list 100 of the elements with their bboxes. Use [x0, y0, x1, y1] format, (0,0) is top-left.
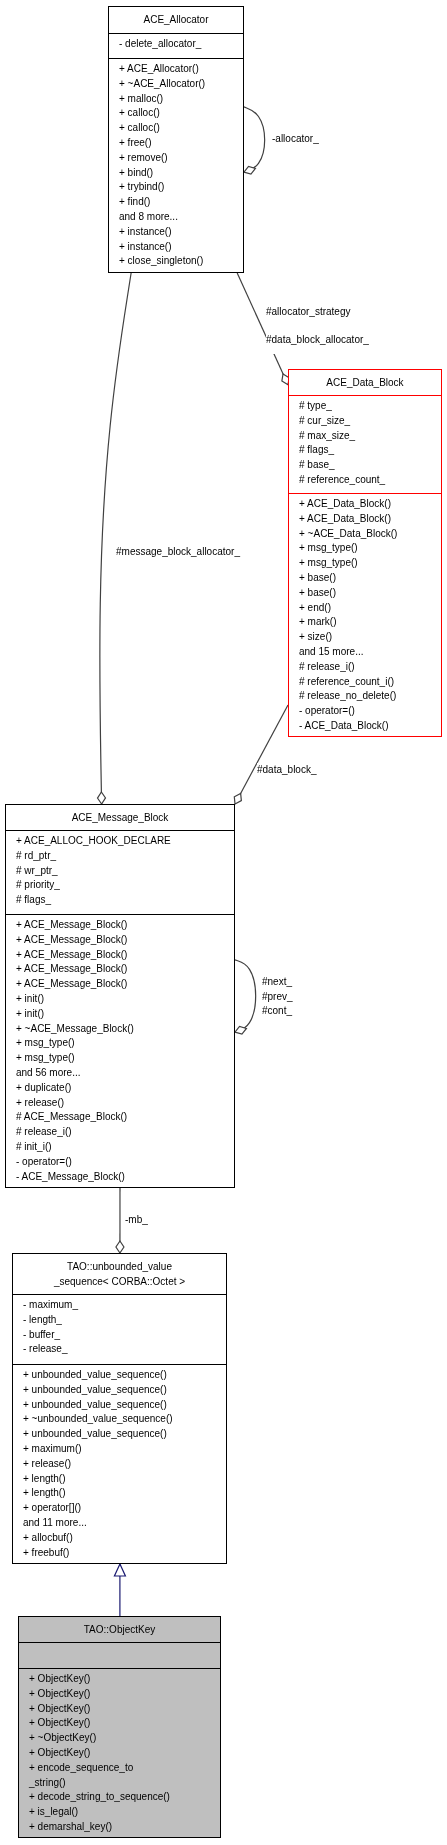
attribute-text: # reference_count_	[299, 473, 386, 487]
method-text: + ACE_Message_Block()	[16, 962, 128, 977]
method-text: - operator=()	[299, 704, 355, 719]
method-text: + remove()	[119, 150, 168, 165]
method-text: + msg_type()	[299, 541, 358, 556]
method-text: + unbounded_value_sequence()	[23, 1397, 167, 1412]
method-text: + ACE_Message_Block()	[16, 947, 128, 962]
method-text: + bind()	[119, 165, 154, 180]
method-text: + size()	[299, 630, 333, 645]
method-text: + ObjectKey()	[29, 1686, 91, 1701]
method-text: # ACE_Message_Block()	[16, 1110, 128, 1125]
method-text: and 11 more...	[23, 1515, 87, 1530]
attribute-text: - release_	[23, 1342, 68, 1357]
method-text: + encode_sequence_to _string()	[29, 1760, 135, 1790]
aggregation-connector	[96, 272, 132, 805]
class-name: ACE_Data_Block	[326, 376, 404, 390]
method-text: + freebuf()	[23, 1545, 70, 1560]
method-text: + ObjectKey()	[29, 1701, 91, 1716]
method-text: + end()	[299, 600, 331, 615]
attribute-text: - buffer_	[23, 1327, 61, 1342]
method-text: + trybind()	[119, 180, 165, 195]
attribute-text: # wr_ptr_	[16, 863, 58, 878]
attribute-text: # flags_	[299, 443, 335, 458]
method-text: + length()	[23, 1486, 66, 1501]
attribute-text: - maximum_	[23, 1298, 78, 1312]
method-text: + allocbuf()	[23, 1530, 73, 1545]
method-text: + ~ACE_Data_Block()	[299, 526, 398, 541]
attribute-text: # cur_size_	[299, 413, 351, 428]
method-text: and 56 more...	[16, 1065, 81, 1080]
method-text: + base()	[299, 571, 336, 585]
method-text: + ObjectKey()	[29, 1672, 91, 1686]
edge-label: #data_block_	[257, 763, 317, 777]
method-text: + unbounded_value_sequence()	[23, 1368, 167, 1382]
aggregation-connector	[236, 272, 290, 386]
method-text: + calloc()	[119, 121, 160, 136]
method-text: + demarshal_key()	[29, 1819, 113, 1834]
attribute-text: - delete_allocator_	[119, 37, 202, 51]
method-text: + ~unbounded_value_sequence()	[23, 1412, 173, 1427]
method-text: + mark()	[299, 615, 337, 630]
method-text: + ACE_Message_Block()	[16, 932, 128, 947]
edge-label: -allocator_	[272, 132, 319, 146]
method-text: + ~ACE_Allocator()	[119, 76, 206, 91]
method-text: - ACE_Message_Block()	[16, 1169, 125, 1184]
method-text: + calloc()	[119, 106, 160, 121]
class-name: ACE_Message_Block	[71, 811, 169, 825]
method-text: + is_legal()	[29, 1805, 79, 1820]
class-box	[5, 804, 235, 1188]
class-name: TAO::unbounded_value _sequence< CORBA::Octet >	[52, 1260, 187, 1289]
method-text: and 8 more...	[119, 209, 178, 224]
method-text: + ~ObjectKey()	[29, 1731, 97, 1746]
self-loop-connector	[243, 106, 266, 175]
class-box	[108, 6, 244, 273]
method-text: + instance()	[119, 239, 172, 254]
method-text: + init()	[16, 992, 45, 1006]
method-text: # release_i()	[299, 659, 355, 674]
method-text: + ObjectKey()	[29, 1746, 91, 1760]
method-text: + ACE_Message_Block()	[16, 977, 128, 992]
attribute-text: # flags_	[16, 893, 52, 908]
edge-label: #message_block_allocator_	[116, 545, 240, 559]
method-text: + maximum()	[23, 1442, 82, 1456]
method-text: + ObjectKey()	[29, 1716, 91, 1731]
method-text: + ACE_Allocator()	[119, 62, 199, 76]
inheritance-arrow	[113, 1563, 126, 1617]
method-text: # init_i()	[16, 1139, 52, 1154]
method-text: - operator=()	[16, 1154, 72, 1169]
method-text: + duplicate()	[16, 1080, 72, 1095]
self-loop-connector	[234, 959, 257, 1035]
method-text: + release()	[16, 1095, 65, 1110]
method-text: + ACE_Message_Block()	[16, 918, 128, 932]
method-text: + msg_type()	[299, 556, 358, 571]
method-text: and 15 more...	[299, 644, 364, 659]
method-text: + ACE_Data_Block()	[299, 511, 391, 526]
edge-label: -mb_	[125, 1213, 148, 1227]
method-text: + close_singleton()	[119, 254, 204, 269]
attribute-text: # max_size_	[299, 428, 356, 443]
aggregation-connector	[115, 1187, 125, 1254]
aggregation-connector	[233, 704, 289, 805]
method-text: + unbounded_value_sequence()	[23, 1427, 167, 1442]
method-text: + release()	[23, 1456, 72, 1471]
attribute-text: # base_	[299, 458, 335, 473]
method-text: + free()	[119, 136, 152, 150]
method-text: + length()	[23, 1471, 66, 1486]
attribute-text: # priority_	[16, 878, 60, 893]
method-text: + instance()	[119, 224, 172, 239]
method-text: + msg_type()	[16, 1036, 75, 1051]
attribute-text: # type_	[299, 399, 332, 413]
method-text: + init()	[16, 1006, 45, 1021]
method-text: + ~ACE_Message_Block()	[16, 1021, 134, 1036]
class-box	[12, 1253, 227, 1564]
class-name: TAO::ObjectKey	[83, 1623, 156, 1637]
method-text: + msg_type()	[16, 1051, 75, 1066]
method-text: + find()	[119, 195, 151, 210]
attribute-text: # rd_ptr_	[16, 848, 57, 863]
method-text: + ACE_Data_Block()	[299, 497, 391, 511]
method-text: + base()	[299, 585, 336, 600]
method-text: # release_i()	[16, 1125, 72, 1140]
class-box	[288, 369, 442, 737]
method-text: # release_no_delete()	[299, 689, 397, 704]
method-text: + unbounded_value_sequence()	[23, 1382, 167, 1397]
class-name: ACE_Allocator	[143, 13, 209, 27]
